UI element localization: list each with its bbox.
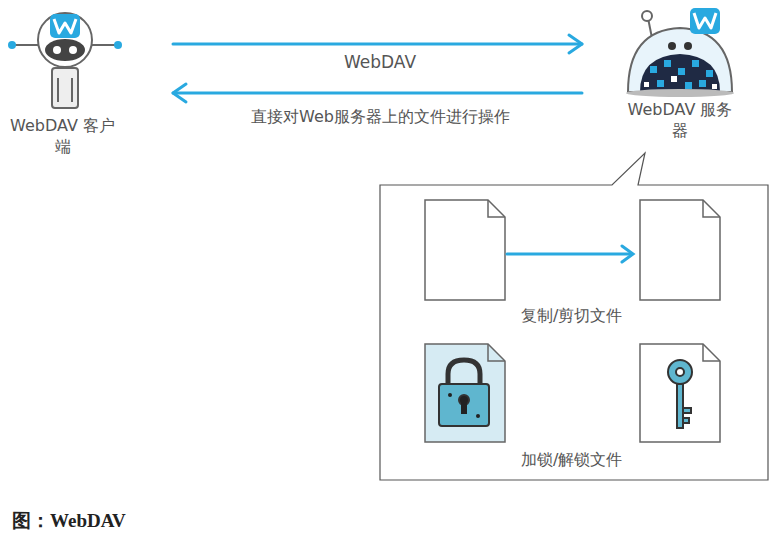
copy-arrow [507,246,633,262]
text-label: 复制/剪切文件 [521,306,622,327]
lock-icon [439,360,489,426]
client-robot [8,13,122,108]
robot-node: WebDAV 服务器 [622,100,738,142]
node-label: WebDAV 客户端 [10,116,115,158]
arrow-connector [173,35,582,53]
node-label: WebDAV 服务器 [622,100,738,142]
server-robot [626,8,734,97]
figure-caption: 图：WebDAV [12,508,126,534]
text-label: 直接对Web服务器上的文件进行操作 [251,107,510,128]
text-label: 加锁/解锁文件 [521,450,622,471]
key-icon [668,360,692,428]
callout-box [380,153,768,480]
arrow-connector [173,84,582,102]
text-label: WebDAV [344,52,416,72]
file-icons [425,200,720,442]
robot-node: WebDAV 客户端 [10,116,115,158]
